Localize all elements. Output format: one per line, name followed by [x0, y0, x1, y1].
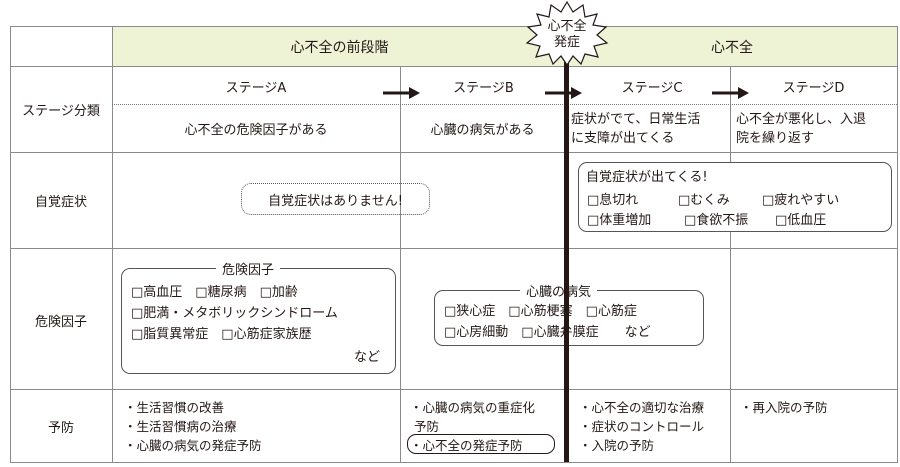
stage-c-desc: 症状がでて、日常生活 に支障が出てくる: [571, 112, 701, 146]
stage-b-name: ステージB: [453, 81, 514, 96]
row-label-risk: 危険因子: [34, 315, 87, 330]
symptom-item: □疲れやすい: [762, 193, 840, 208]
hf-onset-burst-icon: [525, 0, 609, 66]
hf-label: 心不全: [711, 40, 753, 56]
prevention-stage-a: ・生活習慣の改善 ・生活習慣病の治療 ・心臓の病気の発症予防: [124, 400, 262, 453]
grid-h2: [10, 152, 898, 153]
grid-h3: [10, 248, 898, 249]
symptoms-title: 自覚症状が出てくる!: [586, 170, 708, 185]
stage-d-name: ステージD: [782, 81, 845, 96]
header-bar: [112, 26, 897, 66]
grid-v-ab: [400, 66, 401, 463]
heart-disease-list: □狭心症 □心筋梗塞 □心筋症 □心房細動 □心臓弁膜症 など: [444, 304, 651, 340]
pre-hf-label: 心不全の前段階: [290, 40, 389, 56]
heart-disease-title: 心臓の病気: [520, 281, 598, 300]
prevention-stage-c: ・心不全の適切な治療 ・症状のコントロール ・入院の予防: [579, 400, 705, 453]
grid-v-right: [897, 26, 898, 463]
grid-v-left: [10, 26, 11, 463]
grid-h1: [10, 66, 898, 67]
row-label-prevention: 予防: [47, 421, 74, 436]
prevention-stage-d: ・再入院の予防: [740, 400, 828, 415]
stage-a-name: ステージA: [225, 81, 287, 96]
no-symptoms-box: [241, 183, 430, 215]
symptom-item: □むくみ: [678, 193, 730, 208]
arrow-a-b-icon: [383, 87, 420, 99]
arrow-c-d-icon: [712, 87, 749, 99]
stage-b-desc: 心臓の病気がある: [430, 123, 535, 138]
risk-factors-list: □高血圧 □糖尿病 □加齢 □肥満・メタボリックシンドローム □脂質異常症 □心…: [131, 285, 338, 342]
grid-v-cd: [730, 66, 731, 463]
no-symptoms-text: 自覚症状はありません!: [268, 194, 403, 209]
symptom-item: □食欲不振: [684, 213, 749, 228]
stage-d-desc: 心不全が悪化し、入退 院を繰り返す: [736, 112, 867, 146]
hf-onset-label: 心不全 発症: [547, 19, 587, 50]
stage-divider: [112, 104, 897, 105]
grid-top: [10, 26, 898, 27]
grid-bottom: [10, 462, 898, 463]
hf-onset-prevention-highlight: [407, 434, 555, 454]
risk-factors-etc: など: [354, 350, 381, 365]
grid-h4: [10, 389, 898, 390]
symptom-item: □息切れ: [587, 193, 639, 208]
stage-a-desc: 心不全の危険因子がある: [184, 123, 328, 138]
row-label-symptoms: 自覚症状: [34, 195, 87, 210]
prevention-stage-b: ・心臓の病気の重症化 予防 ・心不全の発症予防: [410, 400, 536, 453]
hf-onset-line: [564, 56, 569, 462]
symptom-item: □低血圧: [775, 213, 827, 228]
grid-v-label: [112, 26, 113, 463]
stage-c-name: ステージC: [621, 81, 683, 96]
row-label-stage: ステージ分類: [22, 104, 100, 119]
risk-factors-title: 危険因子: [216, 259, 281, 278]
symptoms-box: [578, 162, 892, 232]
symptom-item: □体重増加: [587, 213, 652, 228]
